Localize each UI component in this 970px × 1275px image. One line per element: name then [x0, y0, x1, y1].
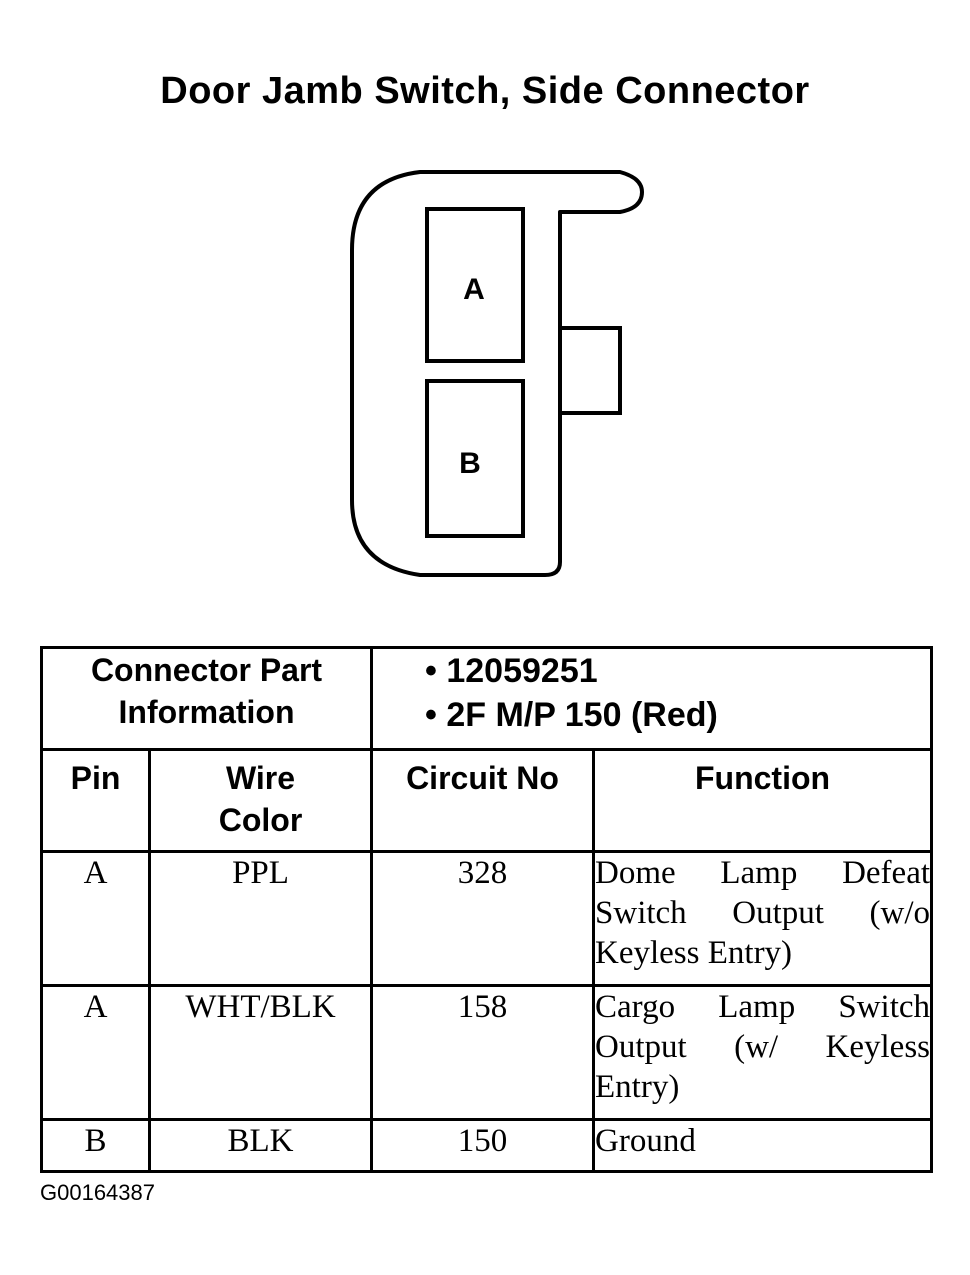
pin-a-cavity [425, 207, 525, 363]
table-row: A PPL 328 Dome Lamp Defeat Switch Output… [40, 850, 934, 987]
col-header-circuit-cell: Circuit No [370, 748, 596, 853]
col-header-function: Function [694, 760, 831, 796]
pin-b-label: B [459, 447, 481, 480]
row3-function: Ground [592, 1118, 934, 1173]
row1-pin: A [40, 850, 151, 987]
col-header-wire-color-cell: Wire Color [147, 748, 374, 853]
row3-circuit: 150 [370, 1118, 596, 1173]
part-info-values-cell: • 12059251 • 2F M/P 150 (Red) [370, 646, 934, 751]
row1-function: Dome Lamp Defeat Switch Output (w/o Keyl… [592, 850, 934, 987]
part-info-header-cell: Connector Part Information [39, 646, 374, 751]
row2-circuit: 158 [370, 984, 596, 1121]
connector-housing [350, 170, 644, 577]
table-row: B BLK 150 Ground [40, 1118, 934, 1173]
diagram-title: Door Jamb Switch, Side Connector [160, 70, 810, 112]
figure-id: G00164387 [40, 1180, 155, 1205]
col-header-pin-cell: Pin [40, 748, 151, 853]
col-header-wire-color-line1: Wire [225, 760, 296, 796]
part-info-header-line1: Connector Part [90, 652, 323, 688]
part-number: • 12059251 [425, 652, 598, 690]
row1-circuit: 328 [370, 850, 596, 987]
pin-b-cavity [425, 379, 525, 538]
pin-a-label: A [463, 273, 485, 306]
col-header-pin: Pin [70, 760, 121, 796]
row2-pin: A [40, 984, 151, 1121]
col-header-circuit-no: Circuit No [406, 760, 559, 796]
col-header-wire-color-line2: Color [218, 802, 303, 838]
part-info-header-line2: Information [118, 694, 295, 730]
connector-latch-tab [560, 326, 622, 415]
row3-wire-color: BLK [147, 1118, 374, 1173]
column-header-row: Pin Wire Color Circuit No Function [40, 748, 934, 853]
col-header-function-cell: Function [592, 748, 934, 853]
part-description: • 2F M/P 150 (Red) [425, 696, 718, 734]
row3-pin: B [40, 1118, 151, 1173]
part-info-row: Connector Part Information • 12059251 • … [39, 646, 934, 751]
connector-diagram: A B [350, 170, 644, 577]
connector-info-table: Connector Part Information • 12059251 • … [39, 646, 934, 1173]
row2-function: Cargo Lamp Switch Output (w/ Keyless Ent… [592, 984, 934, 1121]
row2-wire-color: WHT/BLK [147, 984, 374, 1121]
row1-wire-color: PPL [147, 850, 374, 987]
table-row: A WHT/BLK 158 Cargo Lamp Switch Output (… [40, 984, 934, 1121]
